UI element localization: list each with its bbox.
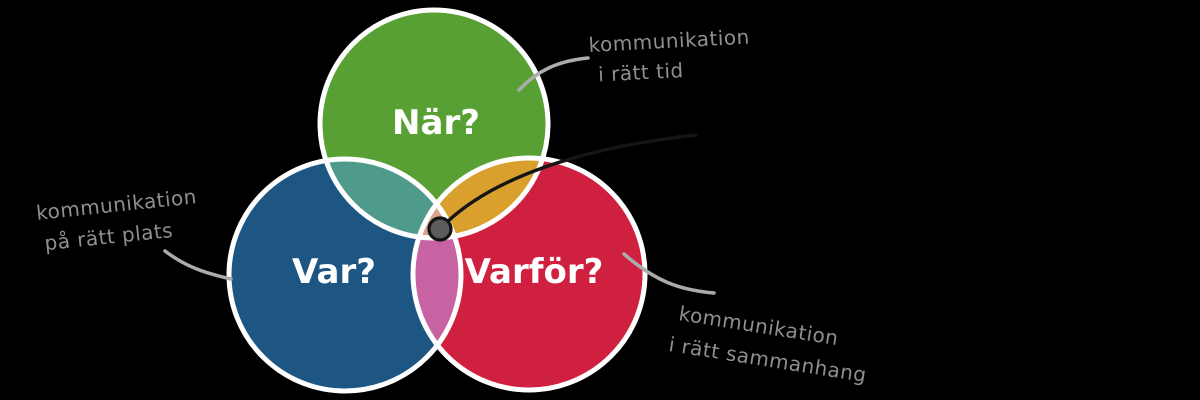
circle-var-outline	[226, 156, 464, 394]
annotation-tid-line1: kommunikation	[588, 25, 750, 57]
leader-line-sammanhang	[622, 252, 716, 295]
leader-line-plats	[163, 249, 233, 281]
annotation-plats-line1: kommunikation	[35, 184, 198, 225]
center-dot	[427, 216, 453, 242]
annotation-sammanhang: kommunikation i rätt sammanhang	[667, 300, 873, 387]
circle-label-var: Var?	[292, 252, 376, 292]
center-pointer-line	[444, 133, 698, 225]
annotation-tid-line2: i rätt tid	[598, 58, 685, 86]
circle-label-nar: När?	[392, 103, 480, 143]
circle-label-varfor: Varför?	[465, 252, 604, 292]
annotation-plats: kommunikation på rätt plats	[35, 184, 208, 256]
annotation-sammanhang-line2: i rätt sammanhang	[667, 332, 868, 387]
overlap-nar-varfor	[413, 158, 548, 238]
annotation-plats-line2: på rätt plats	[43, 218, 174, 255]
circle-varfor-outline	[410, 155, 648, 393]
overlap-nar-var	[320, 159, 461, 238]
annotation-tid: kommunikation i rätt tid	[588, 24, 759, 87]
leader-line-tid	[517, 56, 590, 92]
